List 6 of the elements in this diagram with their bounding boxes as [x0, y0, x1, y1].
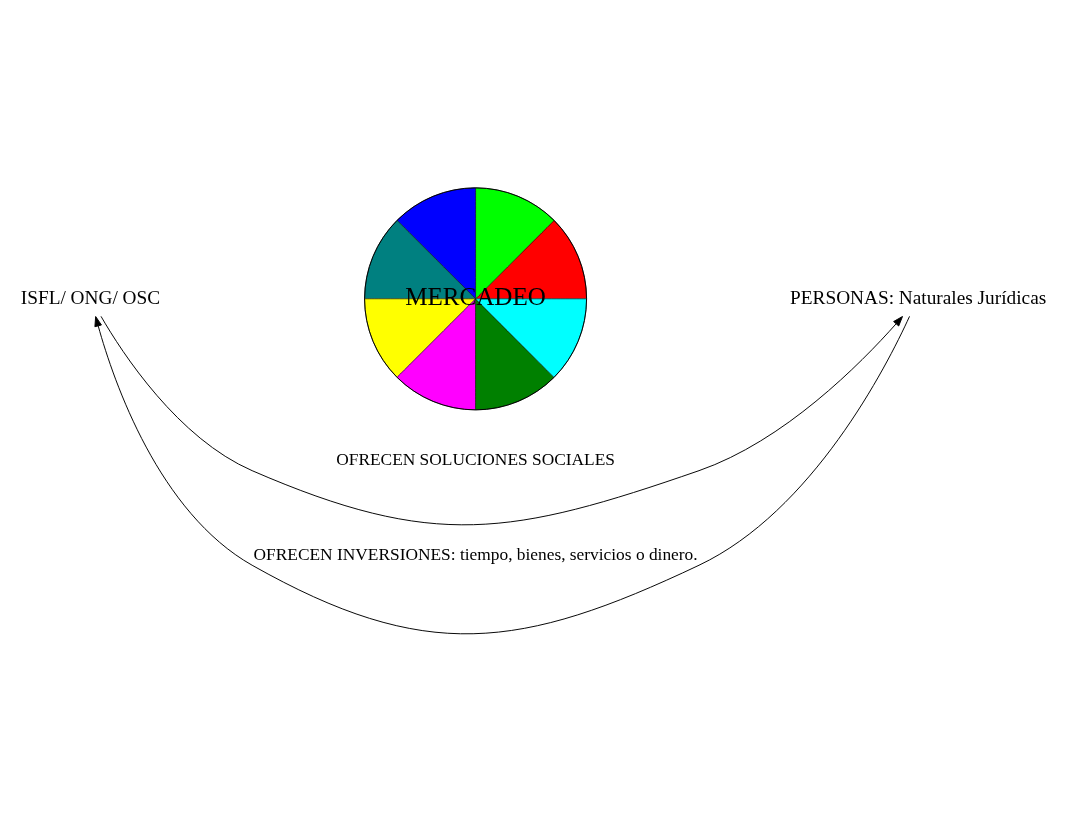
arrow [100, 315, 903, 525]
edge-label: OFRECEN INVERSIONES: tiempo, bienes, servicios o dinero. [253, 544, 698, 564]
node-text: ISFL/ ONG/ OSC [20, 286, 161, 308]
arrow [94, 315, 910, 634]
node-text: PERSONAS: Naturales Jurídicas [790, 286, 1047, 308]
edge-label: OFRECEN SOLUCIONES SOCIALES [336, 449, 615, 469]
